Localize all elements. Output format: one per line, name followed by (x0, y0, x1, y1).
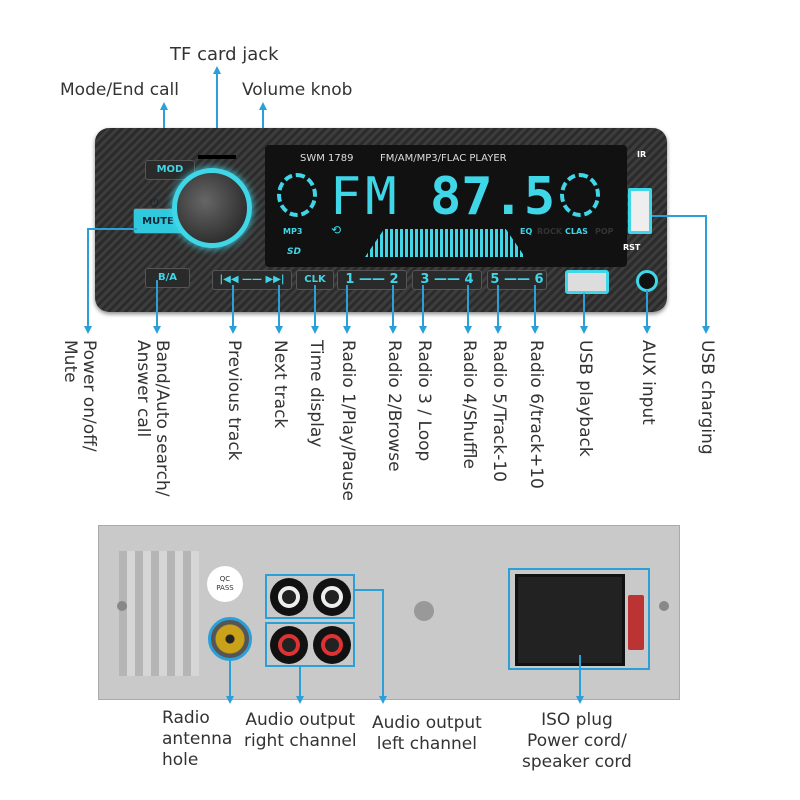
sd-icon: SD (287, 247, 301, 257)
fuse (628, 595, 644, 650)
volume-knob-label: Volume knob (242, 80, 353, 100)
player-type: FM/AM/MP3/FLAC PLAYER (380, 153, 507, 164)
volume-knob[interactable] (172, 168, 252, 248)
tf-card-slot[interactable] (198, 155, 236, 159)
model-name: SWM 1789 (300, 153, 354, 164)
label-radio-5: Radio 5/Track-10 (489, 340, 509, 482)
aux-input-jack[interactable] (636, 270, 658, 292)
loop-icon: ⟲ (331, 223, 342, 237)
label-radio-2: Radio 2/Browse (384, 340, 404, 472)
preset-3-4-button[interactable]: 3 —— 4 (412, 270, 482, 290)
lcd-pop: POP (595, 227, 614, 236)
label-radio-4: Radio 4/Shuffle (459, 340, 479, 469)
usb-charging-port[interactable] (628, 188, 652, 234)
band-button[interactable]: B/A (145, 268, 190, 288)
rca-left-2[interactable] (313, 578, 351, 616)
antenna-jack[interactable] (208, 617, 252, 661)
usb-playback-port[interactable] (565, 270, 609, 294)
label-power-mute: Power on/off/ Mute (60, 340, 99, 452)
lcd-frequency: 87.5 (430, 167, 556, 227)
lcd-clas: CLAS (565, 227, 588, 236)
lcd-band: FM (330, 167, 401, 227)
label-left-channel: Audio output left channel (372, 713, 482, 754)
rca-right-2[interactable] (313, 626, 351, 664)
label-previous-track: Previous track (224, 340, 244, 461)
screw (117, 601, 127, 611)
preset-1-2-button[interactable]: 1 —— 2 (337, 270, 407, 290)
rca-right-1[interactable] (270, 626, 308, 664)
label-radio-1: Radio 1/Play/Pause (338, 340, 358, 501)
mode-end-call-label: Mode/End call (60, 80, 179, 100)
rca-left-1[interactable] (270, 578, 308, 616)
speaker-icon-left (277, 173, 317, 217)
label-time-display: Time display (306, 340, 326, 448)
label-radio-3: Radio 3 / Loop (414, 340, 434, 462)
mode-button[interactable]: MOD (145, 160, 195, 180)
label-right-channel: Audio output right channel (244, 710, 357, 751)
right-channel-box (265, 622, 355, 667)
iso-plug[interactable] (515, 574, 625, 666)
label-antenna-hole: Radio antenna hole (162, 708, 233, 770)
label-band-answer: Band/Auto search/ Answer call (133, 340, 172, 497)
label-usb-charging: USB charging (697, 340, 717, 455)
track-buttons[interactable]: |◀◀ —— ▶▶| (212, 270, 292, 290)
speaker-icon-right (560, 173, 600, 217)
label-usb-playback: USB playback (575, 340, 595, 457)
label-aux-input: AUX input (638, 340, 658, 425)
label-radio-6: Radio 6/track+10 (526, 340, 546, 489)
reset-label: RST (623, 243, 641, 252)
label-next-track: Next track (270, 340, 290, 429)
left-channel-box (265, 574, 355, 619)
power-icon: ⏻ (150, 196, 159, 209)
lcd-rock: ROCK (537, 227, 563, 236)
equalizer-bars (365, 229, 525, 257)
lcd-mp3: MP3 (283, 227, 303, 236)
label-iso-plug: ISO plug Power cord/ speaker cord (522, 710, 632, 772)
ir-sensor-label: IR (637, 150, 647, 159)
preset-5-6-button[interactable]: 5 —— 6 (487, 270, 547, 290)
qc-pass-sticker: QC PASS (207, 566, 243, 602)
lcd-eq: EQ (520, 227, 533, 236)
screw (659, 601, 669, 611)
lcd-display: SWM 1789 FM/AM/MP3/FLAC PLAYER FM 87.5 M… (265, 145, 627, 267)
tf-card-jack-label: TF card jack (170, 44, 279, 65)
